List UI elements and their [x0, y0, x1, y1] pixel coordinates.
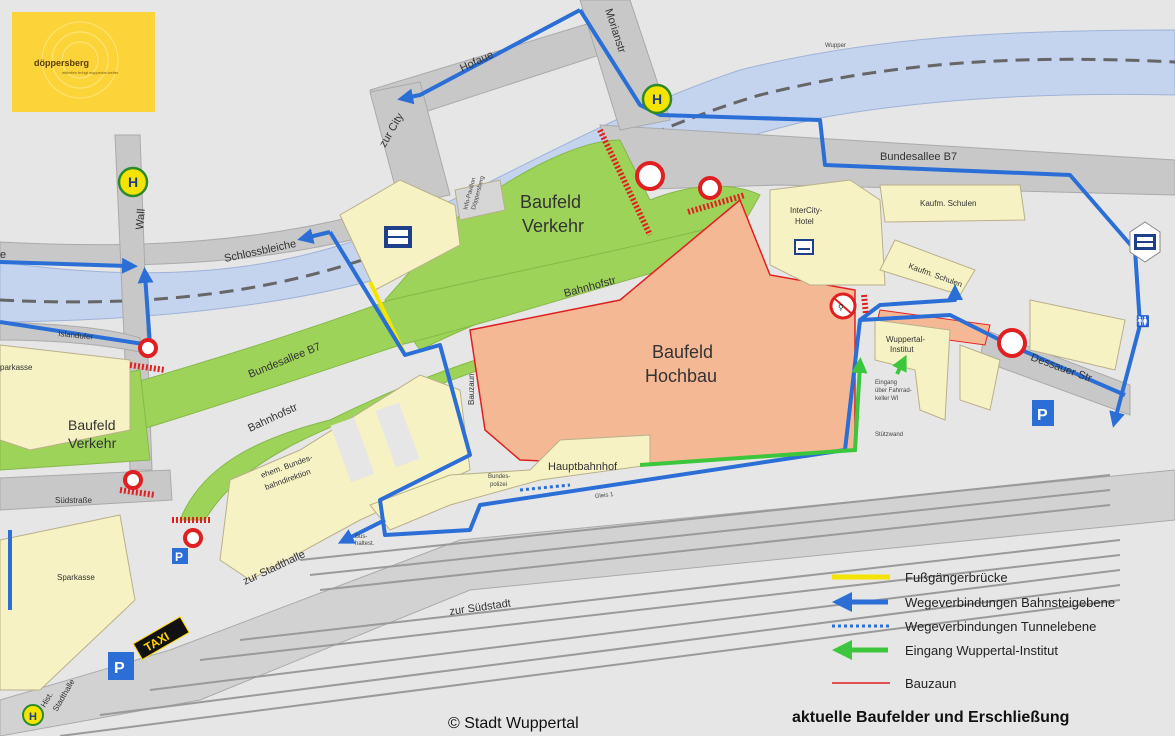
label-baufeld-verkehr-left: Verkehr	[68, 435, 117, 451]
label-wuppertal-institut: Institut	[890, 345, 914, 354]
label-eingang: keller WI	[875, 396, 899, 402]
legend: Fußgängerbrücke Wegeverbindungen Bahnste…	[832, 570, 1115, 691]
bus-stop-icon	[384, 226, 412, 248]
label-bundespolizei: polizei	[490, 482, 507, 488]
legend-label: Bauzaun	[905, 676, 956, 691]
stop-h-2[interactable]: H	[117, 166, 149, 198]
label-hauptbahnhof: Hauptbahnhof	[548, 461, 618, 473]
stop-h-3[interactable]: H	[22, 704, 44, 726]
no-entry-signs	[123, 161, 1027, 548]
parking-label: P	[175, 550, 183, 564]
route-tunnel	[519, 483, 571, 492]
svg-text:🚻: 🚻	[1136, 315, 1150, 328]
label-sparkasse-top: parkasse	[0, 363, 33, 372]
label-left-edge: e	[0, 249, 6, 261]
label-bauzaun-side: Bauzaun	[467, 373, 476, 405]
label-stuetzwand: Stützwand	[875, 432, 903, 438]
label-baufeld-verkehr-left: Baufeld	[68, 417, 115, 433]
label-gleis: Gleis 1	[595, 492, 615, 500]
label-intercity-hotel: Hotel	[795, 217, 814, 226]
label-baufeld-hochbau: Hochbau	[645, 366, 717, 386]
legend-label: Eingang Wuppertal-Institut	[905, 643, 1058, 658]
label-eingang: über Fahrrad-	[875, 388, 912, 394]
label-baufeld-verkehr: Baufeld	[520, 192, 581, 212]
stop-h-label: H	[652, 91, 662, 107]
label-baufeld-verkehr: Verkehr	[522, 216, 584, 236]
label-wuppertal-institut: Wuppertal-	[886, 335, 925, 344]
map-title: aktuelle Baufelder und Erschließung	[792, 709, 1069, 726]
label-wupper: Wupper	[825, 43, 846, 49]
label-bus-stop: Bus-	[355, 534, 367, 540]
parking-label: P	[114, 660, 125, 677]
label-islandufer: Islandufer	[58, 329, 94, 342]
stop-h-1[interactable]: H	[641, 83, 673, 115]
doppersberg-logo: döppersberg mitteilen bringt wuppertal w…	[12, 12, 155, 112]
logo-tagline: mitteilen bringt wuppertal weiter	[62, 70, 119, 75]
label-wall: Wall	[134, 208, 148, 230]
legend-label: Fußgängerbrücke	[905, 570, 1008, 585]
road-stadthalle	[0, 469, 1175, 736]
railway-tracks	[59, 474, 1121, 736]
label-intercity-hotel: InterCity-	[790, 206, 823, 215]
legend-label: Wegeverbindungen Bahnsteigebene	[905, 595, 1115, 610]
logo-name: döppersberg	[34, 58, 89, 68]
label-bundespolizei: Bundes-	[488, 474, 510, 480]
stop-h-label: H	[29, 711, 37, 723]
closure-marks	[119, 128, 869, 523]
label-sparkasse-bottom: Sparkasse	[57, 573, 95, 582]
route-entrance-wi	[639, 357, 868, 467]
label-eingang: Eingang	[875, 380, 897, 386]
courtyards	[330, 402, 420, 483]
bus-stop-icon	[1129, 221, 1161, 263]
no-pedestrian-sign: ⚲	[829, 292, 857, 320]
route-entrance-wi-2	[892, 354, 907, 375]
road-zur-city	[369, 81, 451, 206]
label-kaufm-schulen-1: Kaufm. Schulen	[920, 199, 976, 208]
stop-h-label: H	[128, 174, 138, 190]
toilet-icon: 🚻	[1136, 315, 1150, 328]
copyright-text: © Stadt Wuppertal	[448, 715, 579, 732]
label-bus-stop: haltest.	[355, 541, 375, 547]
legend-label: Wegeverbindungen Tunnelebene	[905, 619, 1096, 634]
parking-label: P	[1037, 407, 1048, 424]
parking-sign-2[interactable]: P	[108, 652, 134, 680]
label-suedstrasse: Südstraße	[55, 496, 92, 505]
hotel-icon	[794, 239, 814, 255]
svg-text:⚲: ⚲	[838, 303, 844, 312]
label-bundesallee-right: Bundesallee B7	[880, 151, 957, 163]
label-baufeld-hochbau: Baufeld	[652, 342, 713, 362]
parking-sign-3[interactable]: P	[172, 548, 188, 564]
parking-sign-1[interactable]: P	[1032, 400, 1054, 426]
